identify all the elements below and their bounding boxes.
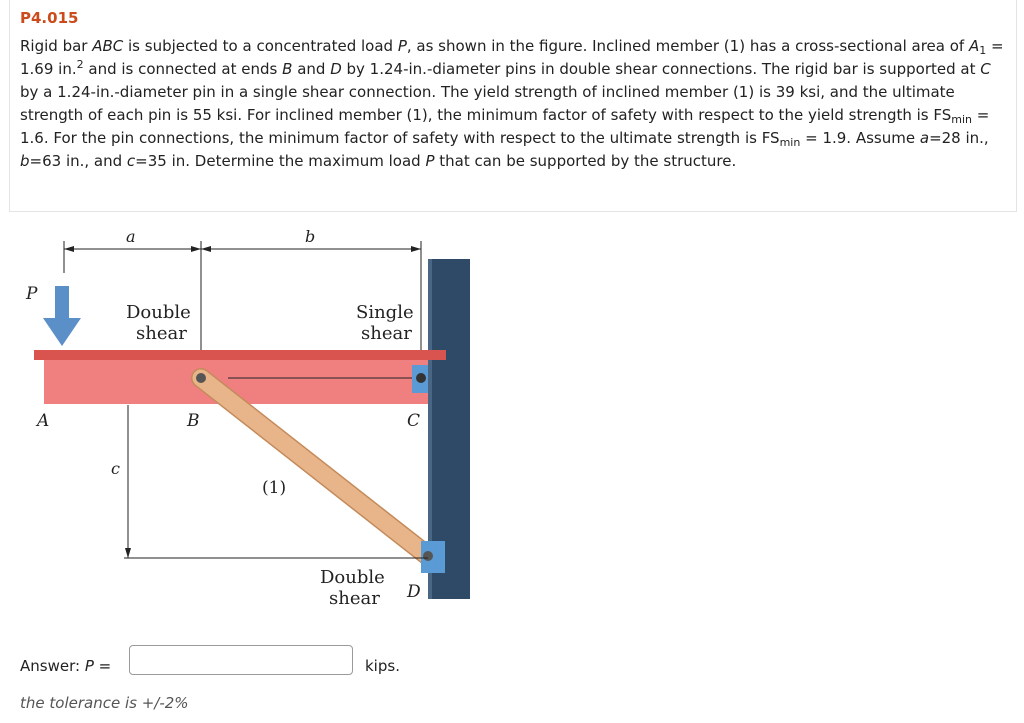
load-arrow-shaft: [55, 286, 69, 320]
label-double-shear-bottom-1: Double: [320, 567, 385, 588]
label-single-shear-1: Single: [356, 302, 414, 323]
answer-unit: kips.: [365, 657, 400, 675]
problem-id: P4.015: [20, 9, 79, 27]
label-a: a: [126, 227, 136, 246]
answer-label: Answer: P =: [20, 657, 112, 675]
dim-c-arrow-bottom: [125, 548, 131, 558]
label-b: b: [305, 227, 315, 246]
label-D: D: [406, 582, 421, 602]
label-double-shear-top-1: Double: [126, 302, 191, 323]
answer-input[interactable]: [129, 645, 353, 675]
tolerance-note: the tolerance is +/-2%: [20, 694, 189, 712]
label-double-shear-bottom-2: shear: [329, 588, 380, 609]
dim-a-arrow-left: [64, 246, 74, 252]
rigid-bar-top-flange: [34, 350, 446, 360]
load-arrow-head: [43, 318, 81, 346]
member-1-fill: [192, 369, 437, 565]
problem-statement: Rigid bar ABC is subjected to a concentr…: [20, 37, 1004, 170]
pin-C: [416, 373, 426, 383]
label-C: C: [407, 411, 420, 431]
wall-edge: [428, 259, 432, 599]
label-c: c: [111, 459, 120, 478]
label-B: B: [186, 411, 200, 431]
dim-a-arrow-right: [191, 246, 201, 252]
label-single-shear-2: shear: [361, 323, 412, 344]
label-member: (1): [262, 478, 286, 498]
dim-b-arrow-left: [201, 246, 211, 252]
structure-figure: a b P Double shear Single shear c A B C …: [25, 227, 470, 609]
pin-D: [423, 551, 433, 561]
pin-B: [196, 373, 206, 383]
label-A: A: [35, 411, 49, 431]
label-P: P: [25, 284, 38, 304]
problem-frame: [9, 0, 1017, 212]
dim-b-arrow-right: [411, 246, 421, 252]
label-double-shear-top-2: shear: [136, 323, 187, 344]
